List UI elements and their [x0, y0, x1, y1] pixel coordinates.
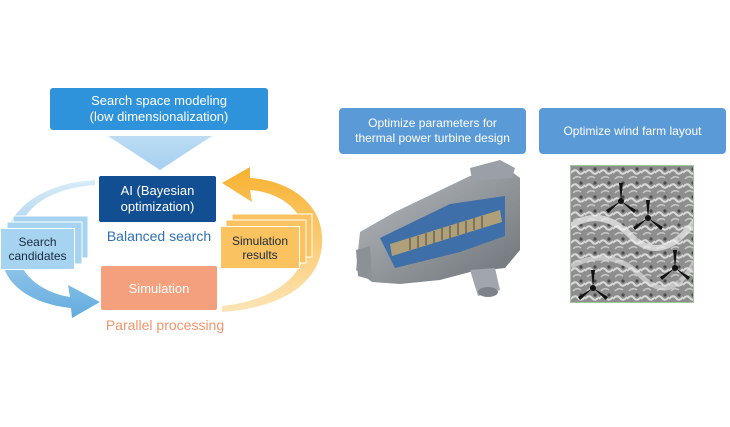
- parallel-processing-label: Parallel processing: [105, 317, 225, 333]
- search-arrow: [1, 180, 100, 318]
- ai-bayesian-label: AI (Bayesian optimization): [120, 183, 195, 214]
- turbine-design-box: Optimize parameters for thermal power tu…: [339, 108, 526, 154]
- wind-turbine-icon: [660, 250, 690, 280]
- search-space-modeling-box: Search space modeling (low dimensionaliz…: [50, 88, 268, 130]
- wind-turbine-icon: [633, 200, 663, 230]
- search-space-modeling-label: Search space modeling (low dimensionaliz…: [89, 93, 229, 124]
- wind-farm-graphic: [571, 166, 693, 302]
- search-candidates-label: Search candidates: [8, 235, 67, 263]
- wind-turbine-icon: [578, 270, 608, 300]
- search-candidates-card: Search candidates: [0, 228, 75, 270]
- turbine-design-label: Optimize parameters for thermal power tu…: [355, 116, 510, 145]
- results-arrow: [222, 167, 323, 312]
- wind-farm-box: Optimize wind farm layout: [539, 108, 726, 154]
- ai-bayesian-box: AI (Bayesian optimization): [99, 176, 216, 222]
- turbine-image: [356, 160, 520, 297]
- wind-turbine-icon: [606, 183, 636, 213]
- simulation-results-card: Simulation results: [220, 226, 300, 269]
- down-arrow: [108, 136, 212, 170]
- wind-farm-label: Optimize wind farm layout: [563, 123, 702, 138]
- simulation-results-label: Simulation results: [231, 233, 289, 262]
- simulation-label: Simulation: [128, 280, 190, 296]
- simulation-box: Simulation: [101, 266, 217, 310]
- balanced-search-label: Balanced search: [106, 228, 212, 244]
- wind-farm-map: [570, 165, 694, 303]
